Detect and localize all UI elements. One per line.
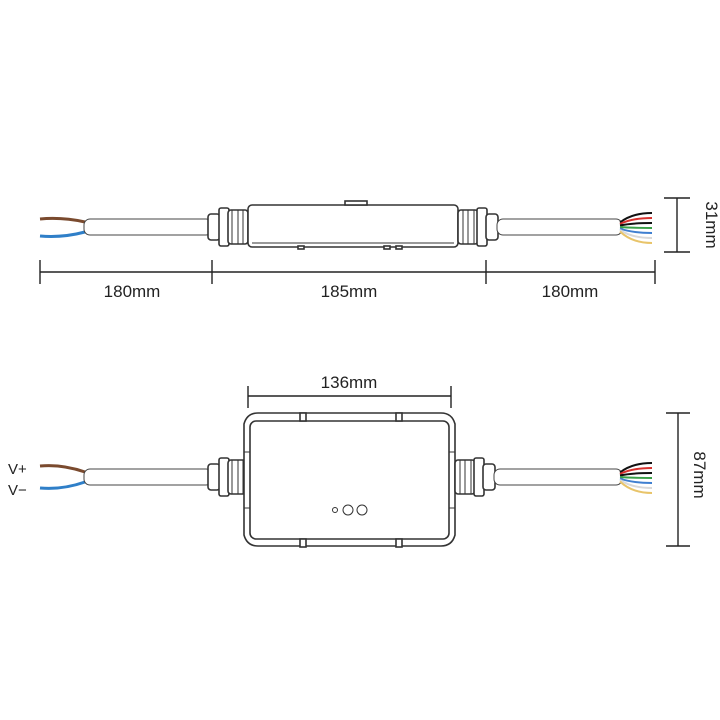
dim-right-label: 180mm bbox=[542, 282, 599, 301]
output-wire-1 bbox=[619, 467, 653, 475]
vplus-label: V+ bbox=[8, 461, 27, 478]
top-view: 136mm V+ V− bbox=[8, 373, 709, 548]
right-cable-gland bbox=[457, 207, 499, 247]
side-height-dimension bbox=[664, 197, 690, 253]
left-cable bbox=[83, 468, 213, 486]
output-wire-3 bbox=[619, 476, 653, 479]
dim-top-height-label: 87mm bbox=[690, 451, 709, 498]
output-wire-3 bbox=[619, 226, 653, 229]
output-wires bbox=[619, 462, 653, 494]
dim-height-label: 31mm bbox=[702, 201, 720, 248]
left-cable bbox=[83, 218, 213, 236]
dim-left-label: 180mm bbox=[104, 282, 161, 301]
output-wire-5 bbox=[619, 479, 653, 489]
output-wire-0 bbox=[619, 462, 653, 474]
side-view: 180mm 185mm 180mm 31mm bbox=[39, 197, 720, 301]
output-wire-2 bbox=[619, 472, 653, 477]
input-wire-blue bbox=[39, 230, 86, 238]
output-wire-2 bbox=[619, 222, 653, 227]
top-height-dimension bbox=[666, 412, 690, 547]
output-wire-5 bbox=[619, 229, 653, 239]
input-wire-brown bbox=[39, 216, 86, 224]
button-2 bbox=[356, 504, 368, 516]
output-wire-4 bbox=[619, 477, 653, 484]
indicator-led bbox=[332, 507, 338, 513]
output-wire-6 bbox=[619, 230, 653, 244]
dim-middle-label: 185mm bbox=[321, 282, 378, 301]
input-wire-blue bbox=[39, 480, 86, 490]
width-dimension bbox=[247, 386, 452, 408]
right-cable bbox=[493, 468, 623, 486]
right-cable bbox=[496, 218, 623, 236]
left-cable-gland bbox=[207, 457, 249, 497]
length-dimension bbox=[39, 260, 656, 284]
dim-width-label: 136mm bbox=[321, 373, 378, 392]
housing-top bbox=[243, 412, 456, 548]
output-wires bbox=[619, 212, 653, 244]
button-1 bbox=[342, 504, 354, 516]
output-wire-1 bbox=[619, 217, 653, 225]
right-cable-gland bbox=[454, 457, 496, 497]
output-wire-0 bbox=[619, 212, 653, 224]
input-wire-brown bbox=[39, 464, 86, 474]
vminus-label: V− bbox=[8, 482, 27, 499]
output-wire-4 bbox=[619, 227, 653, 234]
left-cable-gland bbox=[207, 207, 249, 247]
output-wire-6 bbox=[619, 480, 653, 494]
housing-side bbox=[247, 200, 459, 250]
